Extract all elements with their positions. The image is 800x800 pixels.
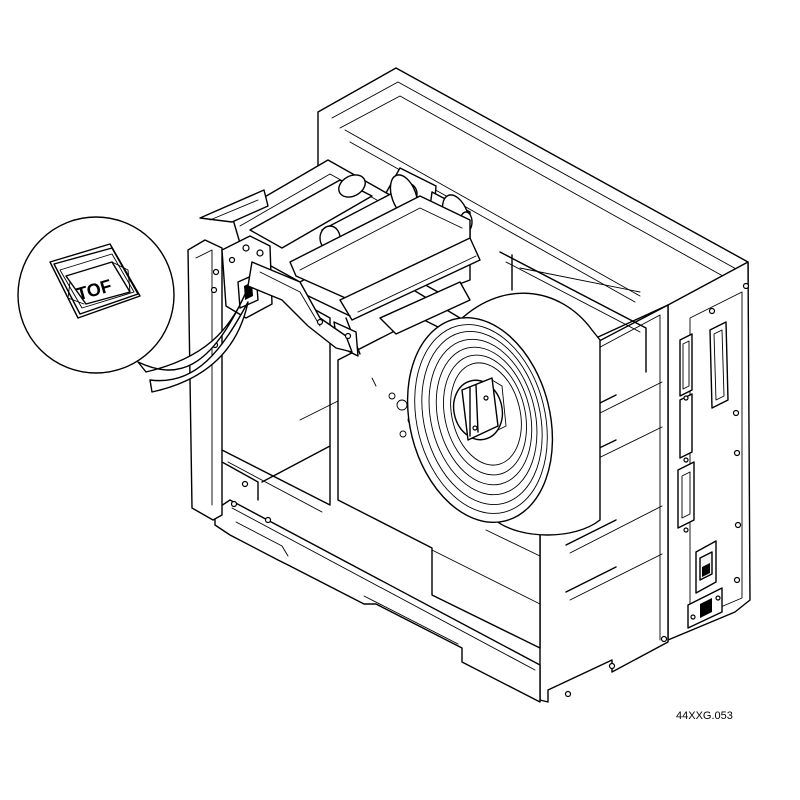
interface-connector-strip: [677, 333, 695, 533]
tof-callout: TOF: [17, 216, 249, 393]
ribbon-roller: [249, 174, 373, 249]
interior-back-wall: [499, 251, 647, 373]
power-switch: [695, 540, 717, 594]
media-roll: [406, 292, 601, 536]
power-inlet: [687, 587, 723, 629]
cabinet-base: [214, 499, 541, 703]
tof-button: TOF: [49, 243, 141, 319]
print-mechanism: [199, 159, 481, 357]
connector-slot: [709, 321, 729, 409]
figure-id-label: 44XXG.053: [676, 710, 733, 722]
